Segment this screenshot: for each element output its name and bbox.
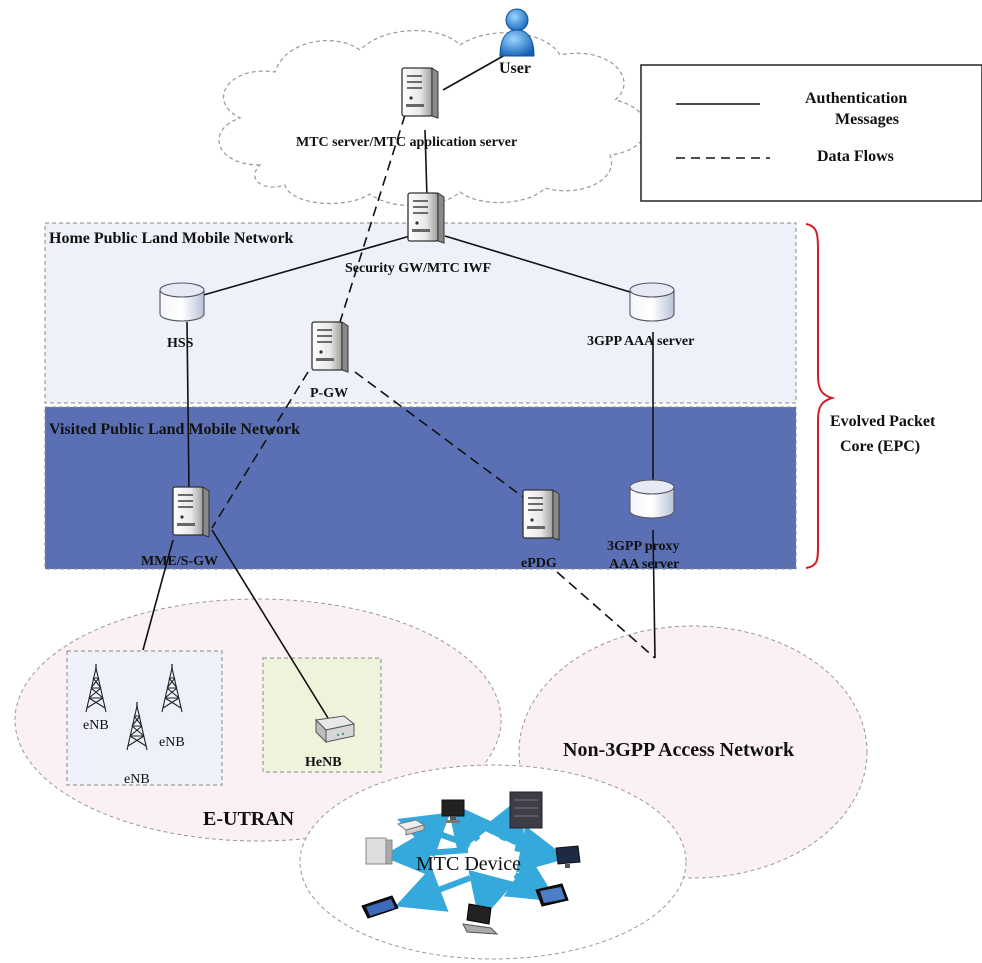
mtc-server-label: MTC server/MTC application server [296, 135, 517, 150]
user-icon [499, 8, 535, 57]
mme-label: MME/S-GW [141, 554, 218, 569]
internet-cloud [218, 29, 647, 207]
router-device-icon [396, 819, 426, 836]
phone-device-icon [361, 895, 399, 919]
enb-label-3: eNB [124, 772, 150, 787]
hss-label: HSS [167, 336, 194, 351]
epdg-server-icon [522, 489, 560, 541]
vplmn-label: Visited Public Land Mobile Network [49, 421, 300, 438]
hss-database-icon [159, 282, 205, 322]
aaa-server-label: 3GPP AAA server [587, 334, 694, 349]
dashed-links [211, 114, 656, 659]
henb-device-icon [314, 715, 356, 744]
aaa-database-icon [629, 282, 675, 322]
epc-brace [805, 223, 836, 569]
solid-links [142, 54, 656, 719]
hplmn-label: Home Public Land Mobile Network [49, 230, 294, 247]
server-rack-device-icon [509, 791, 543, 829]
eutran-label: E-UTRAN [203, 808, 295, 830]
modem-device-icon [365, 837, 393, 865]
desktop-device-icon [441, 799, 465, 823]
mme-server-icon [172, 486, 210, 538]
pgw-server-icon [311, 321, 349, 373]
mtc-device-arrows [382, 795, 568, 923]
legend-box [640, 64, 982, 202]
security-gw-icon [407, 192, 445, 244]
legend-dashed-label: Data Flows [817, 148, 894, 165]
henb-group-box [262, 657, 382, 773]
epc-label-1: Evolved Packet [830, 413, 936, 430]
epc-label-2: Core (EPC) [840, 438, 920, 455]
legend-solid-label-1: Authentication [805, 90, 907, 107]
non3gpp-label: Non-3GPP Access Network [563, 739, 795, 761]
mtc-device-label: MTC Device [416, 853, 521, 875]
enb-group-box [66, 650, 223, 786]
hplmn-region [44, 222, 797, 404]
legend-solid-label-2: Messages [835, 111, 899, 128]
monitor-device-icon [555, 845, 581, 868]
henb-label: HeNB [305, 755, 342, 770]
proxy-aaa-label-2: AAA server [609, 557, 679, 572]
proxy-aaa-label-1: 3GPP proxy [607, 539, 679, 554]
security-gw-label: Security GW/MTC IWF [345, 261, 491, 276]
epdg-label: ePDG [521, 556, 557, 571]
user-label: User [499, 60, 531, 77]
pgw-label: P-GW [310, 386, 348, 401]
proxy-aaa-database-icon [629, 479, 675, 519]
enb-label-2: eNB [159, 735, 185, 750]
enb-label-1: eNB [83, 718, 109, 733]
mtc-server-icon [401, 67, 439, 119]
tablet-device-icon [535, 883, 569, 907]
laptop-device-icon [462, 903, 499, 935]
